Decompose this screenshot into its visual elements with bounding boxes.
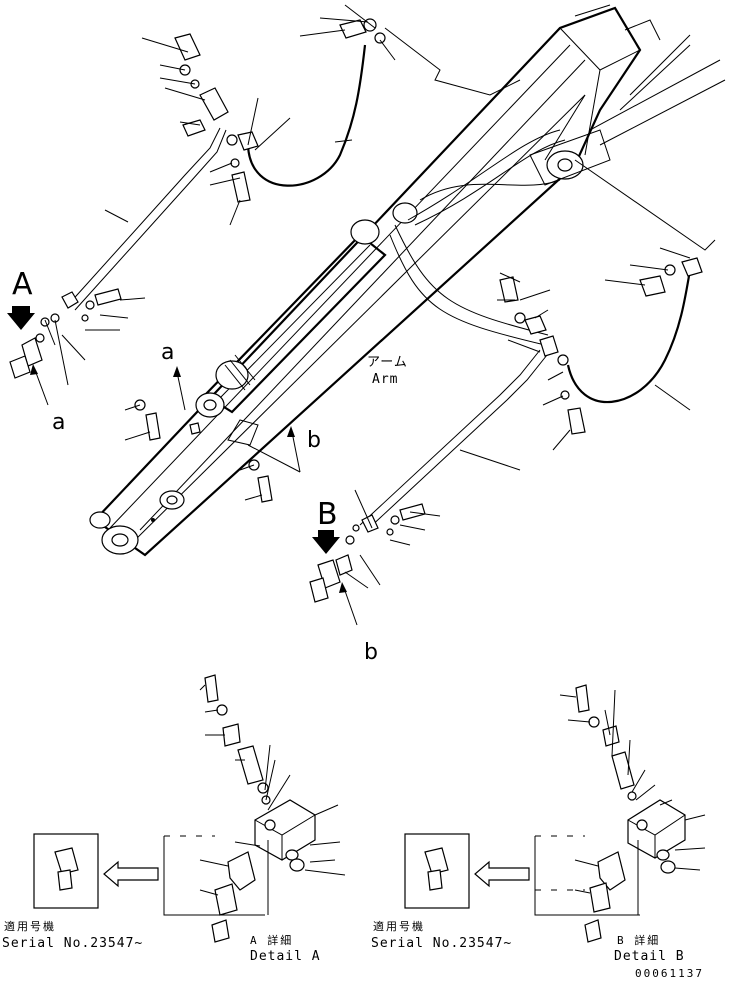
detail-b-title-en: Detail B xyxy=(614,949,685,964)
view-arrow-a xyxy=(7,306,35,330)
view-arrow-b xyxy=(312,530,340,554)
view-b-label: B xyxy=(317,497,338,532)
boom-lines xyxy=(574,4,726,146)
view-a-label: A xyxy=(12,267,33,302)
ref-arrows xyxy=(30,364,358,626)
arm-label-jp: アーム xyxy=(367,355,408,370)
ref-a-lower-label: a xyxy=(52,410,66,435)
hose-right xyxy=(557,257,703,435)
arm-label-en: Arm xyxy=(372,372,399,387)
pipe-left xyxy=(50,33,229,323)
detail-a-arrow xyxy=(103,860,159,888)
arm-hoses xyxy=(389,129,566,346)
ref-a-upper-label: a xyxy=(161,340,175,365)
drawing-number: 00061137 xyxy=(635,967,704,980)
detail-a-serial-jp: 適用号機 xyxy=(4,920,56,933)
fitting-b-assembly xyxy=(309,524,360,603)
fitting-a-assembly xyxy=(9,317,50,379)
detail-b-title-jp: B 詳細 xyxy=(617,934,661,947)
hose-left xyxy=(226,18,386,203)
arm-body xyxy=(89,6,642,557)
detail-b-drawing xyxy=(404,684,706,943)
ref-b-lower-label: b xyxy=(364,640,378,665)
ref-b-upper-label: b xyxy=(307,428,321,453)
bracket-b xyxy=(227,419,259,446)
bucket-cylinder xyxy=(195,94,611,418)
bolts xyxy=(81,288,426,536)
detail-a-title-jp: A 詳細 xyxy=(250,934,294,947)
detail-a-serial-en: Serial No.23547~ xyxy=(2,936,144,951)
detail-b-serial-en: Serial No.23547~ xyxy=(371,936,513,951)
detail-a-drawing xyxy=(33,674,346,943)
detail-b-arrow xyxy=(474,860,530,888)
leader-lines xyxy=(44,4,716,589)
detail-b-serial-jp: 適用号機 xyxy=(373,920,425,933)
detail-a-title-en: Detail A xyxy=(250,949,321,964)
pipe-right xyxy=(359,276,559,533)
